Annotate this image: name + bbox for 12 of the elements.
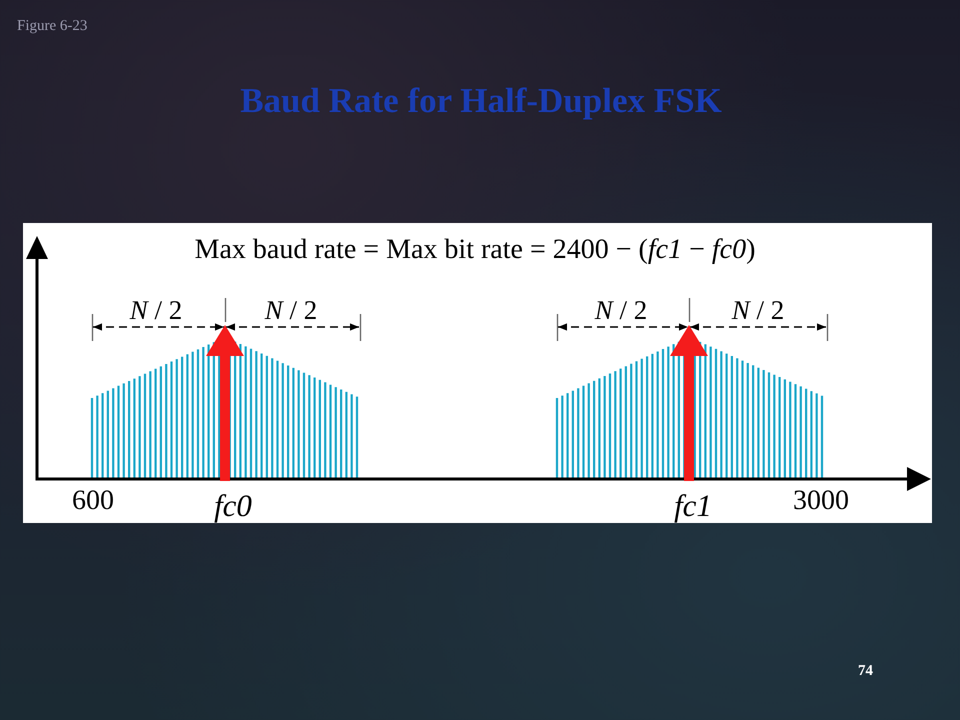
dimension-label: N / 2 — [264, 297, 318, 324]
title: Baud Rate for Half-Duplex FSK — [240, 83, 722, 118]
dimension-label: N / 2 — [732, 297, 784, 324]
axis-tick-label: 3000 — [793, 487, 849, 515]
dimension-label: N / 2 — [130, 297, 182, 324]
dimension-label: N / 2 — [594, 297, 648, 324]
figure-number: Figure 6-23 — [17, 19, 88, 34]
carrier-label: fc0 — [214, 490, 252, 521]
formula: Max baud rate = Max bit rate = 2400 − (fc1 − fc0) — [194, 236, 756, 264]
carrier-label: fc1 — [674, 490, 712, 521]
axis-tick-label: 600 — [72, 487, 114, 515]
page-number: 74 — [858, 664, 873, 679]
